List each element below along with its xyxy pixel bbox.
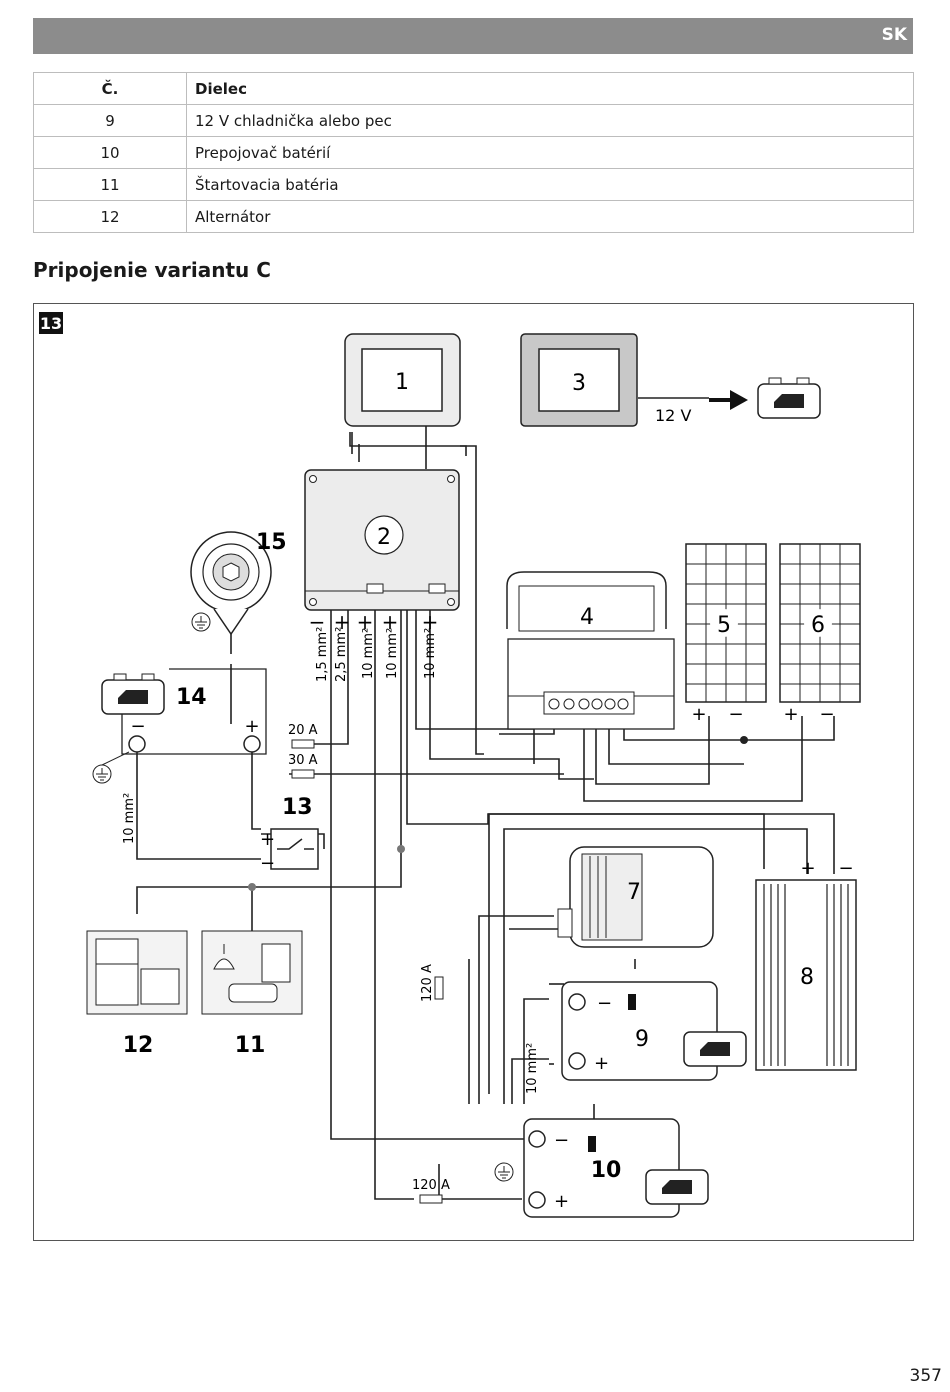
col-header-part: Dielec bbox=[186, 72, 914, 105]
cell-number: 11 bbox=[33, 168, 187, 201]
terminal-minus: − bbox=[597, 993, 612, 1014]
terminal-plus: + bbox=[382, 610, 399, 634]
terminal-plus: + bbox=[800, 858, 815, 879]
solar-charge-regulator-4: 4 bbox=[506, 571, 675, 730]
display-unit-1: 1 bbox=[344, 333, 461, 427]
label-3: 3 bbox=[572, 371, 586, 396]
wire-label: 10 mm² bbox=[423, 628, 438, 679]
wire-label: 10 mm² bbox=[525, 1043, 540, 1094]
service-battery-10: − + 10 bbox=[494, 1118, 709, 1218]
alternator-15: 15 bbox=[190, 530, 287, 636]
table-row: 9 12 V chladnička alebo pec bbox=[33, 104, 914, 137]
cell-part: Štartovacia batéria bbox=[186, 168, 914, 201]
cell-number: 9 bbox=[33, 104, 187, 137]
label-7: 7 bbox=[627, 880, 641, 905]
label-9: 9 bbox=[635, 1027, 649, 1052]
label-2: 2 bbox=[377, 525, 391, 550]
terminal-plus: + bbox=[594, 1053, 609, 1074]
terminal-minus: − bbox=[819, 704, 834, 725]
wire-label: 10 mm² bbox=[122, 793, 137, 844]
label-6: 6 bbox=[811, 613, 825, 638]
cell-part: Prepojovač batérií bbox=[186, 136, 914, 169]
cell-number: 10 bbox=[33, 136, 187, 169]
terminal-plus: + bbox=[691, 704, 706, 725]
label-5: 5 bbox=[717, 613, 731, 638]
arrow-right-icon bbox=[709, 390, 748, 410]
table-row: 10 Prepojovač batérií bbox=[33, 136, 914, 169]
terminal-minus: − bbox=[130, 716, 145, 737]
controller-unit-2: 2 bbox=[304, 469, 460, 611]
table-row: 11 Štartovacia batéria bbox=[33, 168, 914, 201]
battery-switch-13: 13 + − bbox=[260, 795, 405, 874]
fuse-label: 120 A bbox=[420, 964, 435, 1002]
terminal-minus: − bbox=[728, 704, 743, 725]
col-header-number: Č. bbox=[33, 72, 187, 105]
service-battery-9: − + 9 bbox=[561, 981, 747, 1081]
wire-label: 2,5 mm² bbox=[334, 627, 349, 682]
language-code: SK bbox=[881, 25, 907, 45]
figure-number-badge bbox=[39, 312, 63, 334]
terminal-plus: + bbox=[783, 704, 798, 725]
terminal-minus: − bbox=[309, 610, 326, 634]
table-header-row: Č. Dielec bbox=[33, 72, 914, 105]
label-4: 4 bbox=[580, 605, 594, 630]
terminal-plus: + bbox=[244, 716, 259, 737]
figure-number: 13 bbox=[40, 314, 62, 333]
appliance-lamp-coffee-11: 11 bbox=[201, 883, 303, 1058]
label-14: 14 bbox=[176, 685, 207, 710]
label-1: 1 bbox=[395, 370, 409, 395]
wire-label: 10 mm² bbox=[361, 628, 376, 679]
solar-panel-6: 6 + − bbox=[779, 543, 861, 725]
parts-table: Č. Dielec 9 12 V chladnička alebo pec 10… bbox=[33, 72, 914, 233]
wire-label: 1,5 mm² bbox=[315, 627, 330, 682]
terminal-plus: + bbox=[260, 829, 275, 850]
terminal-minus: − bbox=[554, 1130, 569, 1151]
terminal-plus: + bbox=[422, 610, 439, 634]
fuse-label: 30 A bbox=[288, 753, 318, 768]
fuse-label: 20 A bbox=[288, 723, 318, 738]
battery-charger-7: 7 bbox=[557, 846, 714, 948]
terminal-minus: − bbox=[260, 853, 275, 874]
wires bbox=[136, 397, 835, 1200]
wire-gauge-labels: 1,5 mm² 2,5 mm² 10 mm² 10 mm² 10 mm² 10 … bbox=[122, 627, 540, 1094]
cell-part: Alternátor bbox=[186, 200, 914, 233]
label-15: 15 bbox=[256, 530, 287, 555]
page-number: 357 bbox=[909, 1366, 942, 1386]
terminal-plus: + bbox=[554, 1191, 569, 1212]
label-13: 13 bbox=[282, 795, 313, 820]
label-11: 11 bbox=[235, 1033, 266, 1058]
display-unit-3: 3 12 V bbox=[520, 333, 821, 427]
wiring-diagram-svg: 13 bbox=[39, 312, 861, 1218]
starter-battery-14: 14 − + bbox=[92, 668, 267, 784]
cell-number: 12 bbox=[33, 200, 187, 233]
appliance-fridge-oven-12: 12 bbox=[86, 930, 188, 1058]
section-title: Pripojenie variantu C bbox=[33, 258, 271, 282]
table-row: 12 Alternátor bbox=[33, 200, 914, 233]
inverter-8: 8 + − bbox=[755, 858, 857, 1071]
fuse-label: 120 A bbox=[412, 1178, 450, 1193]
label-10: 10 bbox=[591, 1158, 622, 1183]
solar-panel-5: 5 + − bbox=[685, 543, 767, 744]
fuses: 20 A 30 A 120 A 120 A bbox=[288, 723, 450, 1204]
controller-terminals: − + + + + bbox=[309, 610, 439, 634]
label-8: 8 bbox=[800, 965, 814, 990]
wire-label: 10 mm² bbox=[385, 628, 400, 679]
terminal-plus: + bbox=[357, 610, 374, 634]
header-bar: SK bbox=[33, 18, 913, 54]
wiring-diagram: 13 bbox=[33, 303, 914, 1241]
terminal-minus: − bbox=[838, 858, 853, 879]
cell-part: 12 V chladnička alebo pec bbox=[186, 104, 914, 137]
label-12: 12 bbox=[123, 1033, 154, 1058]
voltage-label: 12 V bbox=[655, 406, 691, 425]
terminal-plus: + bbox=[334, 610, 351, 634]
